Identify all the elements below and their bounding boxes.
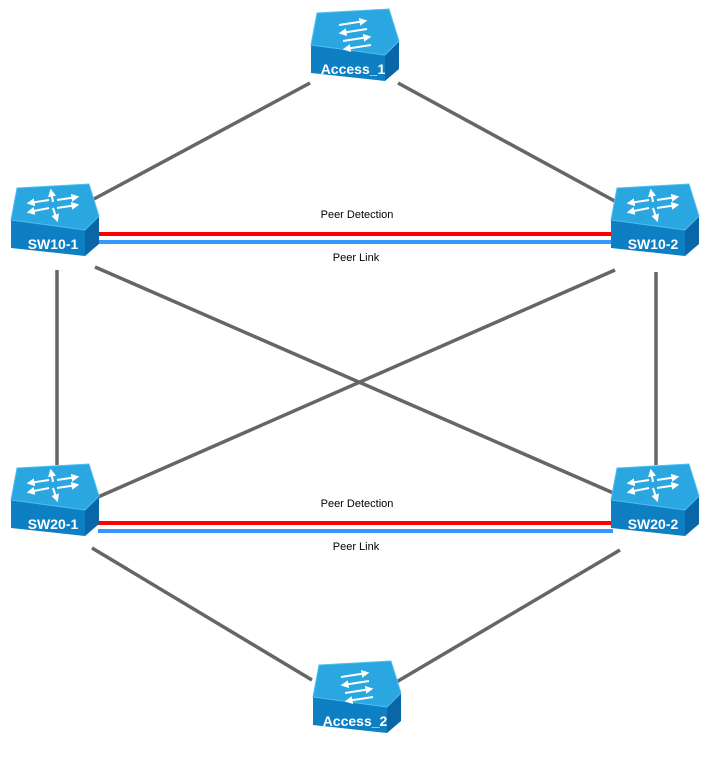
- four-arrow-switch-icon: [26, 188, 80, 223]
- device-side-face: [387, 693, 401, 733]
- node-sw20-2[interactable]: SW20-2: [610, 463, 700, 536]
- node-sw10-2[interactable]: SW10-2: [610, 183, 700, 256]
- device-front-face: [311, 45, 385, 81]
- node-label: SW20-1: [28, 516, 79, 532]
- device-front-face: [313, 697, 387, 733]
- device-front-face: [611, 500, 685, 536]
- device-front-face: [11, 220, 85, 256]
- device-top-face: [310, 8, 400, 56]
- peer-links: [98, 232, 613, 533]
- label-top-peer-detection: Peer Detection: [321, 209, 394, 221]
- link-sw20-1-access2[interactable]: [91, 546, 313, 682]
- device-side-face: [85, 216, 99, 256]
- node-label: SW20-2: [628, 516, 679, 532]
- devices: Access_1 SW10-1 SW10-2 SW20-1 SW20-2 Acc…: [10, 8, 700, 733]
- node-label: SW10-2: [628, 236, 679, 252]
- device-side-face: [685, 496, 699, 536]
- link-access1-sw10-2[interactable]: [397, 81, 623, 207]
- four-arrow-switch-icon: [626, 468, 680, 503]
- node-sw10-1[interactable]: SW10-1: [10, 183, 100, 256]
- node-access2[interactable]: Access_2: [312, 660, 402, 733]
- link-sw10-1-sw20-2[interactable]: [94, 265, 619, 497]
- link-sw20-2-access2[interactable]: [392, 548, 621, 686]
- node-access1[interactable]: Access_1: [310, 8, 400, 81]
- device-front-face: [11, 500, 85, 536]
- label-bottom-peer-link: Peer Link: [333, 541, 380, 553]
- link-sw10-2-sw20-1[interactable]: [97, 268, 616, 499]
- label-top-peer-link: Peer Link: [333, 252, 380, 264]
- node-label: SW10-1: [28, 236, 79, 252]
- two-arrow-switch-icon: [338, 17, 372, 53]
- label-bottom-peer-detection: Peer Detection: [321, 498, 394, 510]
- device-side-face: [385, 41, 399, 81]
- trunk-links: [55, 81, 658, 686]
- device-side-face: [685, 216, 699, 256]
- four-arrow-switch-icon: [626, 188, 680, 223]
- device-side-face: [85, 496, 99, 536]
- node-sw20-1[interactable]: SW20-1: [10, 463, 100, 536]
- device-front-face: [611, 220, 685, 256]
- device-top-face: [312, 660, 402, 708]
- link-access1-sw10-1[interactable]: [91, 81, 311, 202]
- node-label: Access_2: [323, 713, 388, 729]
- link-labels: Peer Detection Peer Link Peer Detection …: [321, 209, 394, 553]
- two-arrow-switch-icon: [340, 669, 374, 705]
- node-label: Access_1: [321, 61, 386, 77]
- four-arrow-switch-icon: [26, 468, 80, 503]
